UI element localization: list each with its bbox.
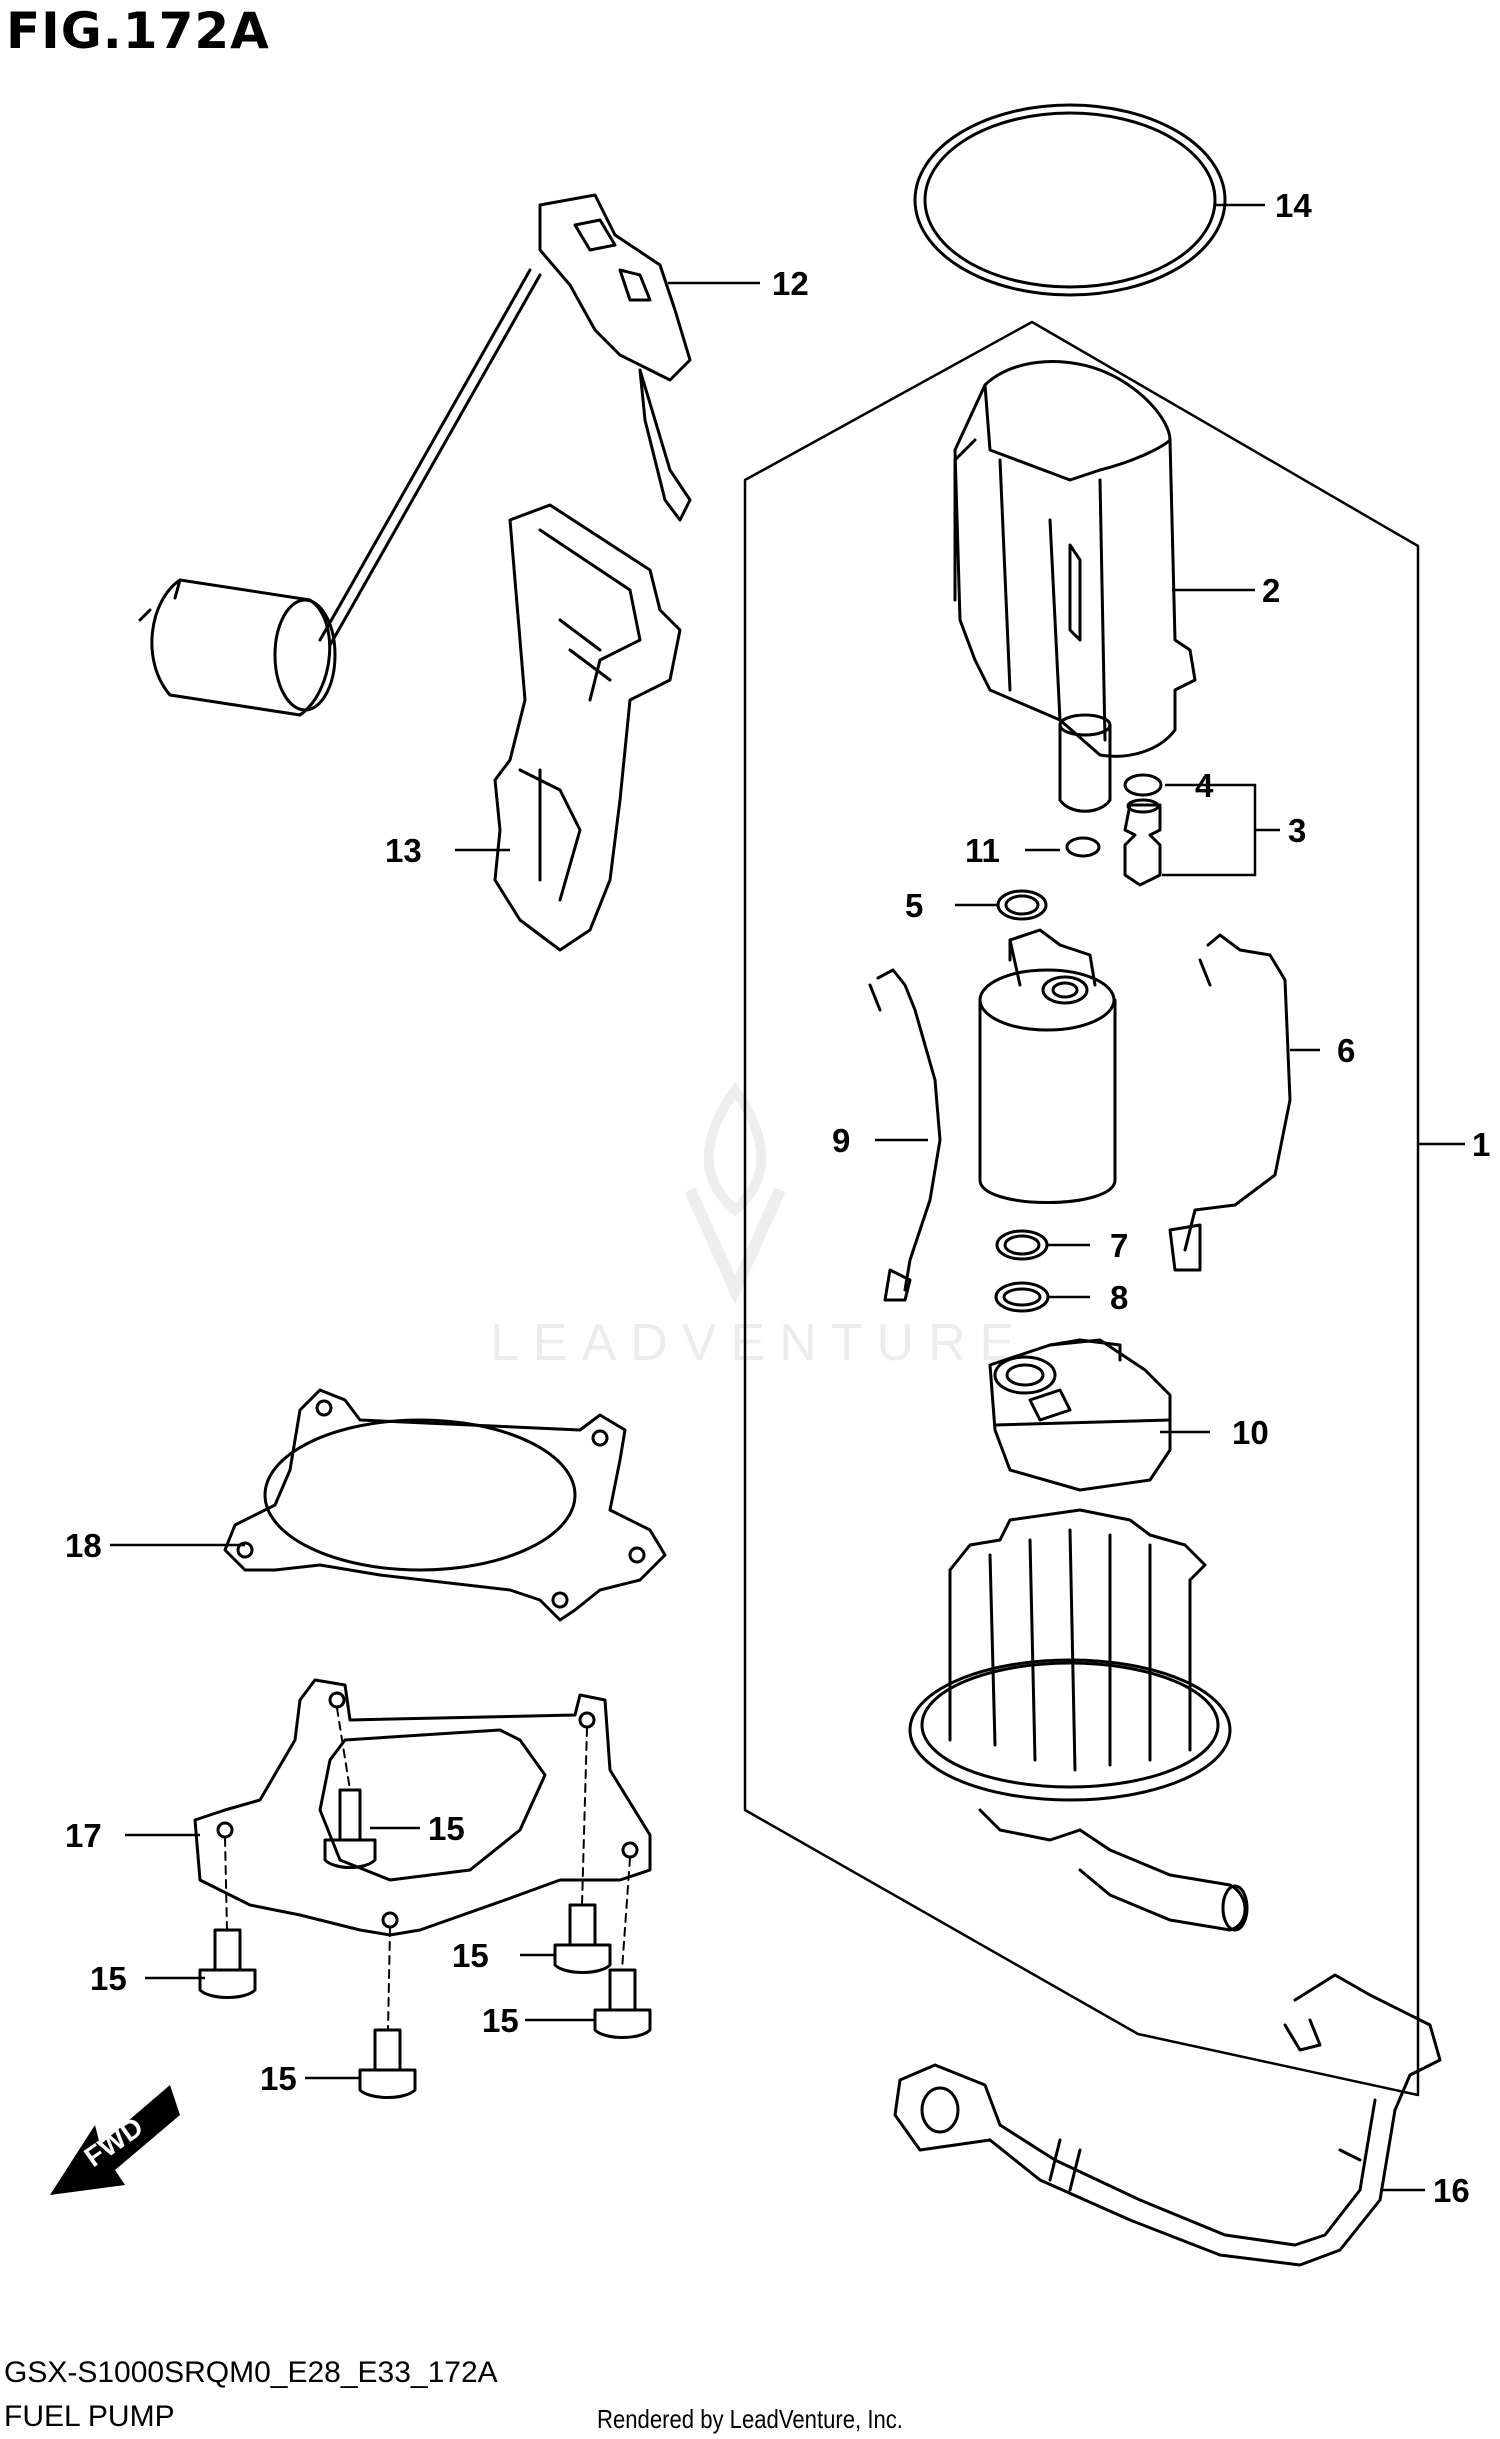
gasket-18 [223,1388,667,1622]
o-ring-11 [1065,836,1101,858]
fuel-filter-2 [953,360,1197,813]
o-ring-4 [1123,773,1163,797]
fuel-pump-motor [978,928,1117,1204]
bracket-13 [493,503,682,952]
pump-housing [908,1508,1249,1932]
model-code: GSX-S1000SRQM0_E28_E33_172A [4,2356,498,2389]
fuel-hose-16 [893,1973,1442,2267]
callout-16: 16 [1433,2172,1470,2209]
lead-wire-6 [1168,933,1292,1272]
callout-labels: 1 2 3 4 5 6 7 8 9 10 11 12 13 14 15 15 1… [65,187,1490,2209]
callout-12: 12 [772,265,809,302]
callout-15e: 15 [260,2060,297,2097]
watermark: LEADVENTURE [490,1081,1028,1372]
bolt-15c [553,1903,612,1974]
bolt-15a [323,1788,377,1869]
assembly-outline-1 [743,320,1420,2097]
bolt-15e [358,2028,417,2099]
callout-2: 2 [1262,572,1280,609]
bolt-15d [593,1968,652,2039]
callout-5: 5 [905,887,923,924]
pressure-regulator-3 [1123,798,1162,887]
callout-13: 13 [385,832,422,869]
callout-17: 17 [65,1817,102,1854]
guide-lines [224,1707,631,2031]
callout-6: 6 [1337,1032,1355,1069]
o-ring-14 [913,103,1227,297]
lead-wire-9 [868,968,942,1302]
callout-9: 9 [832,1122,850,1159]
callout-8: 8 [1110,1279,1128,1316]
o-ring-7 [995,1229,1049,1261]
pump-holder-10 [988,1338,1172,1492]
callout-3: 3 [1288,812,1306,849]
figure-title: FIG.172A [6,2,270,60]
leader-lines [110,203,1465,2192]
credit-text: Rendered by LeadVenture, Inc. [597,2404,903,2434]
callout-11: 11 [965,832,1000,869]
callout-15a: 15 [428,1810,465,1847]
callout-14: 14 [1275,187,1312,224]
bolt-15b [198,1928,257,1999]
figure-name: FUEL PUMP [4,2400,175,2433]
callout-18: 18 [65,1527,102,1564]
callout-7: 7 [1110,1227,1128,1264]
fwd-arrow-icon: FWD [50,2085,180,2195]
callout-15c: 15 [452,1937,489,1974]
o-ring-8 [994,1281,1050,1313]
callout-10: 10 [1232,1414,1269,1451]
callout-1: 1 [1472,1126,1490,1163]
o-ring-5 [996,889,1048,921]
callout-4: 4 [1195,767,1214,804]
watermark-text: LEADVENTURE [490,1314,1028,1372]
callout-15b: 15 [90,1960,127,1997]
fuel-level-sender-12 [138,193,692,717]
callout-15d: 15 [482,2002,519,2039]
